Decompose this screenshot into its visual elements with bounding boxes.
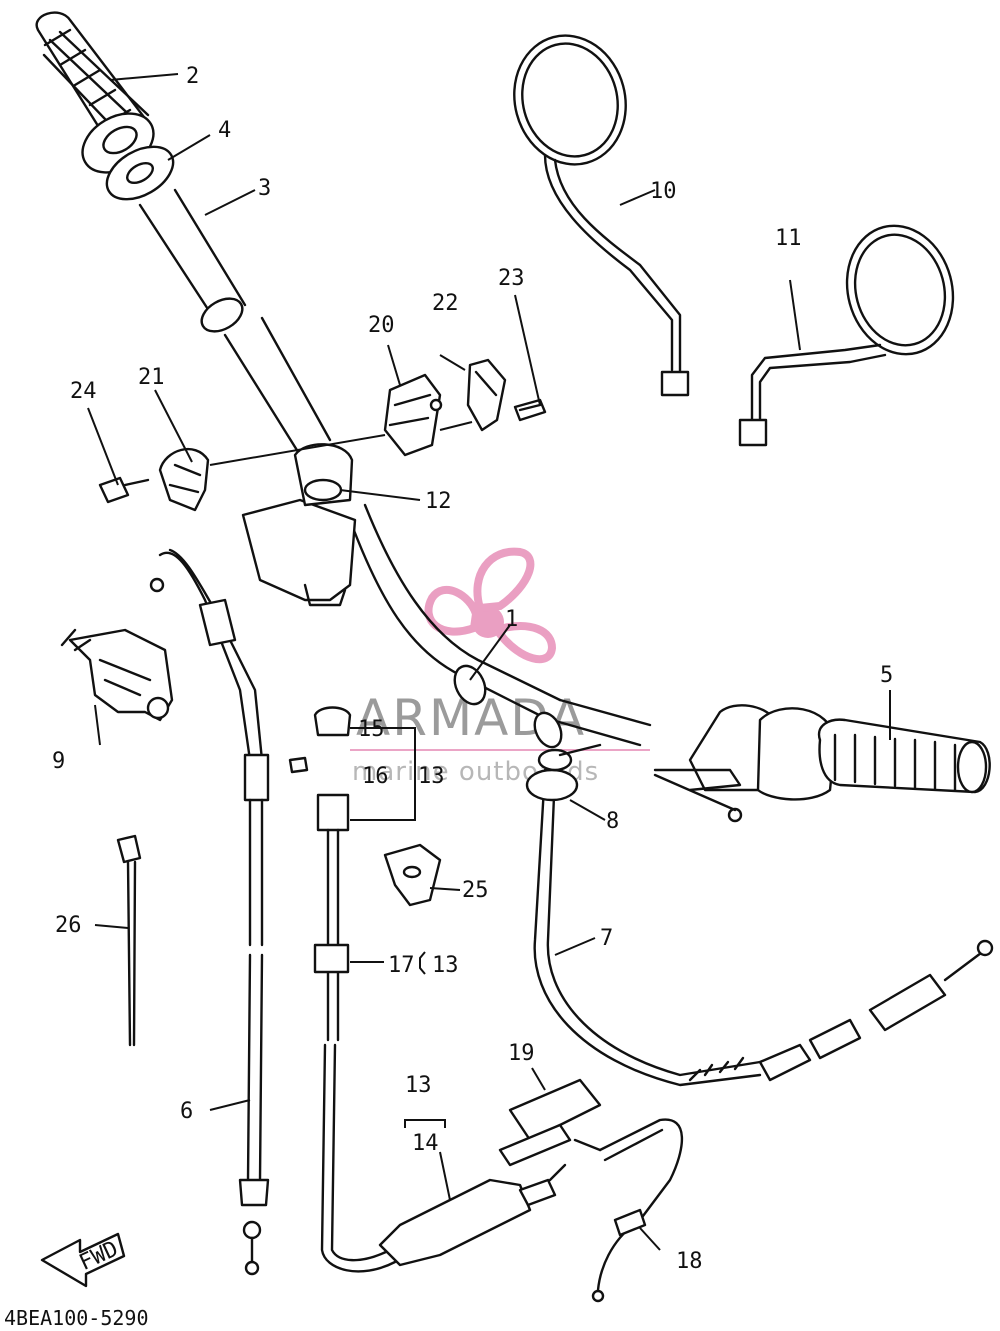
clamp-25 — [383, 843, 442, 907]
callout-labels: 2 4 3 20 22 23 21 24 12 10 11 1 5 8 7 9 … — [52, 64, 893, 1274]
callout-22: 22 — [432, 291, 459, 316]
callout-13-c: 13 — [405, 1073, 432, 1098]
callout-16: 16 — [362, 764, 389, 789]
screw-23 — [513, 398, 547, 422]
callout-14: 14 — [412, 1131, 439, 1156]
master-cylinder-bracket — [241, 443, 357, 607]
callout-25: 25 — [462, 878, 489, 903]
callout-9: 9 — [52, 749, 65, 774]
right-grip — [817, 718, 991, 794]
sensor-cable — [591, 1118, 684, 1303]
left-grip — [35, 11, 155, 174]
cable-holder-8 — [525, 743, 602, 802]
callout-12: 12 — [425, 489, 452, 514]
callout-5: 5 — [880, 663, 893, 688]
clutch-cable — [149, 548, 270, 1276]
callout-13-b: 13 — [432, 953, 459, 978]
grip-washer — [105, 145, 175, 201]
screw-24 — [98, 476, 150, 504]
meter-gear-unit — [378, 1163, 567, 1267]
mirror-right — [738, 224, 955, 447]
callout-6: 6 — [180, 1099, 193, 1124]
callout-1: 1 — [505, 607, 518, 632]
callout-18: 18 — [676, 1249, 703, 1274]
callout-10: 10 — [650, 179, 677, 204]
sensor-19 — [498, 1078, 602, 1167]
callout-21: 21 — [138, 365, 165, 390]
callout-17: 17 — [388, 953, 415, 978]
callout-19: 19 — [508, 1041, 535, 1066]
bracket-15-16 — [350, 727, 416, 821]
clutch-lever-holder — [60, 628, 174, 722]
throttle-cable — [533, 768, 994, 1087]
meter-cable — [288, 706, 397, 1273]
callout-7: 7 — [600, 926, 613, 951]
watermark-propeller-icon — [424, 547, 557, 664]
callout-2: 2 — [186, 64, 199, 89]
holder-20 — [383, 373, 443, 457]
mirror-left — [513, 34, 690, 397]
callout-15: 15 — [358, 717, 385, 742]
fwd-arrow-icon — [40, 1232, 126, 1288]
part-code: 4BEA100-5290 — [4, 1306, 149, 1330]
right-switch-housing — [653, 704, 837, 823]
callout-20: 20 — [368, 313, 395, 338]
holder-21 — [158, 448, 210, 512]
callout-4: 4 — [218, 118, 231, 143]
leader-lines — [87, 73, 891, 1251]
clamp-22 — [466, 358, 507, 432]
callout-11: 11 — [775, 226, 802, 251]
handlebar — [138, 188, 652, 749]
callout-8: 8 — [606, 809, 619, 834]
callout-13-a: 13 — [418, 764, 445, 789]
callout-26: 26 — [55, 913, 82, 938]
callout-3: 3 — [258, 176, 271, 201]
callout-24: 24 — [70, 379, 97, 404]
cable-tie — [116, 834, 142, 1047]
callout-23: 23 — [498, 266, 525, 291]
